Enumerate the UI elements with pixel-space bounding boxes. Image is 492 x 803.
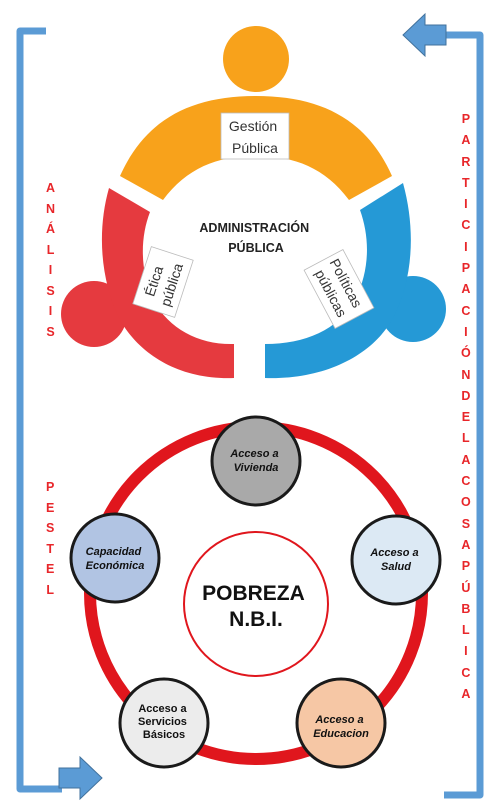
participacion-letter: O <box>461 495 471 510</box>
svg-text:Capacidad Económica: Capacidad Económica <box>86 546 145 572</box>
participacion-letter: P <box>461 559 471 574</box>
node-educacion: Acceso a Educacion <box>295 677 387 769</box>
participacion-letter: D <box>461 388 471 403</box>
arrow-right-icon <box>58 755 103 801</box>
politicas-label-box <box>303 248 375 330</box>
node-capacidad-line2: Económica <box>86 560 145 572</box>
participacion-letter: I <box>464 239 468 254</box>
participacion-letter: C <box>461 218 471 233</box>
node-salud-line1: Acceso a <box>369 547 418 559</box>
participacion-letter: P <box>461 112 471 126</box>
analisis-letter: L <box>46 242 55 257</box>
participacion-letter: A <box>461 687 471 702</box>
node-servicios-line3: Básicos <box>143 729 185 741</box>
pestel-letter: P <box>46 480 55 494</box>
right-bracket <box>438 31 484 799</box>
left-bracket <box>16 27 62 793</box>
analisis-letter: S <box>46 324 55 339</box>
participacion-letter: S <box>461 516 471 531</box>
arrow-left-icon <box>402 12 447 58</box>
svg-text:Acceso a Servicios: Acceso a Servicios Básicos <box>138 703 190 741</box>
participacion-letter: C <box>461 474 471 489</box>
analisis-letter: A <box>46 181 56 195</box>
participacion-letter: A <box>461 282 471 297</box>
etica-label-box <box>132 246 194 318</box>
analisis-letter: N <box>46 201 56 216</box>
node-servicios-line1: Acceso a <box>138 703 187 715</box>
admin-diagram: Gestión Pública Ética pública Políticas … <box>61 26 446 379</box>
participacion-letter: A <box>461 133 471 148</box>
participacion-letter: R <box>461 154 471 169</box>
analisis-letter: I <box>48 304 53 318</box>
participacion-letter: T <box>462 175 470 190</box>
pestel-letter: E <box>46 500 55 515</box>
participacion-letter: I <box>464 197 468 212</box>
node-vivienda-line2: Vivienda <box>234 462 279 474</box>
node-servicios: Acceso a Servicios Básicos <box>118 677 210 769</box>
node-educacion-line1: Acceso a <box>314 714 363 726</box>
etica-head <box>61 281 127 347</box>
node-vivienda-line1: Acceso a <box>229 448 278 460</box>
pestel-letter: E <box>46 562 55 576</box>
participacion-letter: Ó <box>461 346 471 361</box>
svg-text:Acceso a Educacion: Acceso a Educacion <box>313 714 369 740</box>
nbi-center-label: POBREZA N.B.I. <box>202 582 310 631</box>
participacion-letter: P <box>461 261 471 276</box>
node-capacidad-line1: Capacidad <box>86 546 142 558</box>
pestel-letter: T <box>46 541 54 556</box>
participacion-letter: A <box>461 452 471 467</box>
gestion-label: Gestión Pública <box>229 118 281 156</box>
participacion-letter: C <box>461 303 471 318</box>
participacion-letter: I <box>464 644 468 659</box>
gestion-head <box>223 26 289 92</box>
svg-text:Acceso a Salud: Acceso a Salud <box>369 547 421 573</box>
participacion-letter: C <box>461 665 471 680</box>
etica-body <box>101 188 234 379</box>
participacion-letter: Ú <box>461 580 471 595</box>
analisis-letter: S <box>46 283 55 298</box>
node-vivienda: Acceso a Vivienda <box>210 415 302 507</box>
participacion-letter: L <box>462 623 470 638</box>
participacion-letter: B <box>461 601 471 616</box>
politicas-body <box>265 183 411 379</box>
participacion-letter: I <box>464 324 468 339</box>
analisis-letter: Á <box>46 222 56 236</box>
node-capacidad: Capacidad Económica <box>69 512 161 604</box>
admin-center-label: ADMINISTRACIÓN PÚBLICA <box>199 220 312 255</box>
analisis-letter: I <box>48 263 53 277</box>
nbi-center <box>183 531 329 677</box>
node-salud-line2: Salud <box>381 561 411 573</box>
nbi-diagram: POBREZA N.B.I. Acceso a Vivienda Acceso … <box>69 415 442 769</box>
participacion-letter: N <box>461 367 471 382</box>
pestel-letter: L <box>46 582 54 597</box>
gestion-label-box <box>220 112 290 160</box>
pestel-letter: S <box>46 521 55 535</box>
participacion-letter: A <box>461 537 471 552</box>
node-salud: Acceso a Salud <box>350 514 442 606</box>
participacion-letter: L <box>462 431 470 446</box>
node-educacion-line2: Educacion <box>313 728 369 740</box>
participacion-letter: E <box>461 410 471 425</box>
node-servicios-line2: Servicios <box>138 716 187 728</box>
svg-text:Acceso a Vivienda: Acceso a Vivienda <box>229 448 281 474</box>
